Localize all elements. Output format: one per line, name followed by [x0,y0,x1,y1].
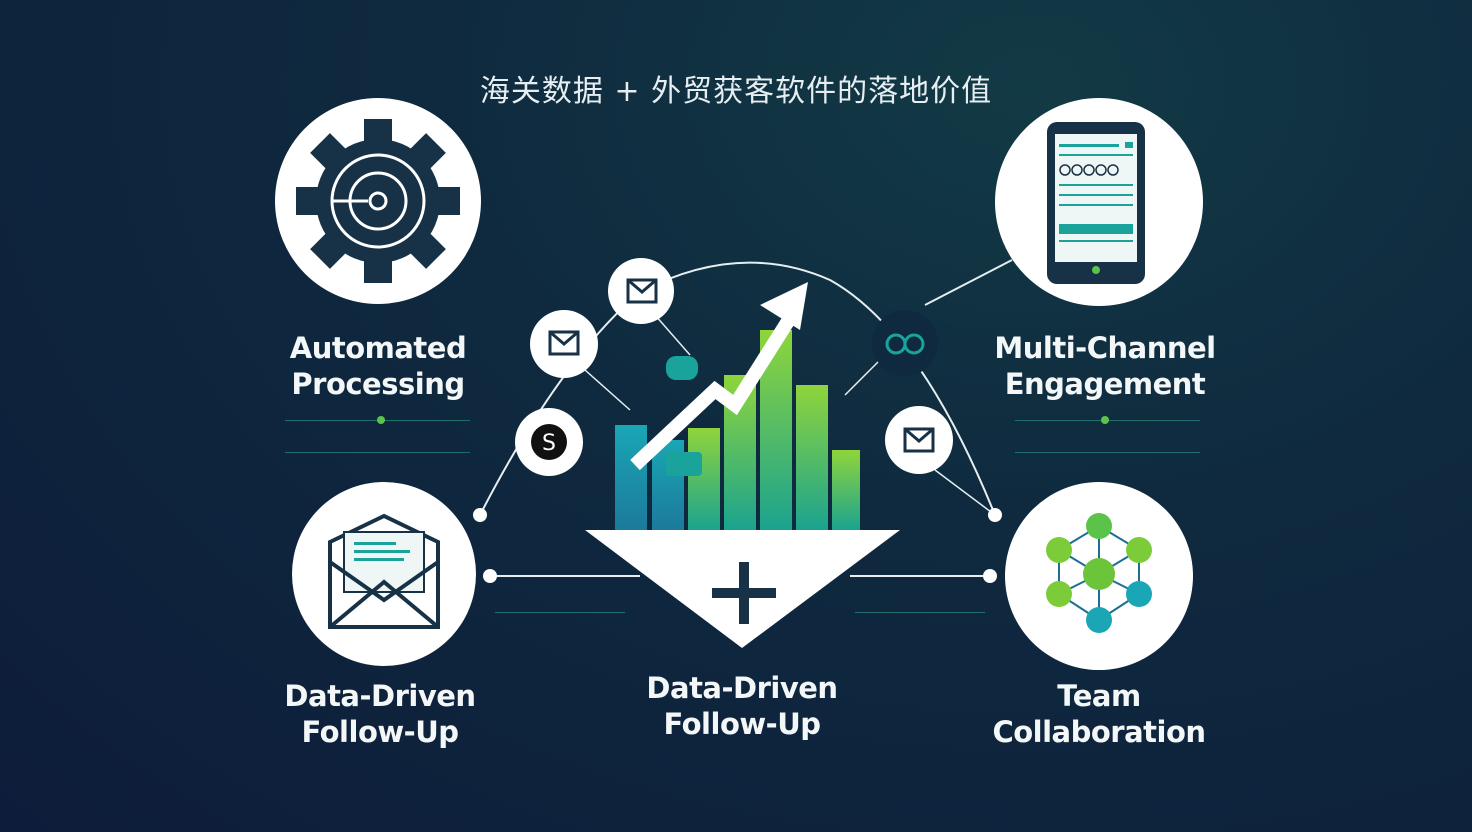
label-line: Follow-Up [301,715,460,749]
connector-line-mail3 [934,469,996,516]
label-line: Team [1057,679,1141,713]
connector-line-emoji [844,359,881,396]
chat-bubble-icon [666,452,702,476]
mail-icon [626,278,658,304]
svg-text:S: S [542,431,556,456]
divider [855,612,985,613]
chart-bar [615,425,647,530]
divider [1015,452,1200,453]
label-line: Engagement [1004,367,1206,401]
gear-target-icon [296,119,460,283]
plus-icon-v [739,562,749,624]
endpoint-dot [983,569,997,583]
center-label: Data-Driven Follow-Up [622,670,862,742]
chat-bubble-icon [666,356,698,380]
follow-up-label: Data-Driven Follow-Up [260,678,500,750]
label-line: Automated [289,331,467,365]
multi-channel-label: Multi-Channel Engagement [985,330,1225,402]
team-collaboration-circle [1005,482,1193,670]
chat-app-icon: S [531,424,567,460]
chat-app-icon-circle: S [515,408,583,476]
connector-line-mail2 [654,314,691,356]
mail-icon-circle [885,406,953,474]
network-nodes-icon [1046,513,1152,633]
link-icon-circle [872,310,938,376]
mail-icon-circle [530,310,598,378]
divider [495,612,625,613]
label-line: Data-Driven [284,679,476,713]
automated-processing-label: Automated Processing [260,330,496,402]
label-line: Processing [291,367,465,401]
label-line: Follow-Up [663,707,822,741]
chart-bar [796,385,828,530]
page-title: 海关数据 + 外贸获客软件的落地价值 [479,74,993,109]
chart-bar [688,428,720,530]
label-line: Multi-Channel [994,331,1216,365]
trend-arrow-head [760,282,808,330]
connector-line-top-right [924,259,1013,306]
endpoint-dot [473,508,487,522]
divider [285,452,470,453]
label-line: Data-Driven [646,671,838,705]
accent-dot [377,416,385,424]
endpoint-dot [483,569,497,583]
endpoint-dot [988,508,1002,522]
multi-channel-circle [995,98,1203,306]
mail-icon [548,330,580,356]
chart-bar [832,450,860,530]
mail-icon [903,427,935,453]
trend-arrow [630,314,796,471]
team-collaboration-label: Team Collaboration [979,678,1219,750]
accent-dot [1101,416,1109,424]
mail-icon-circle [608,258,674,324]
follow-up-circle [292,482,476,666]
link-icon [885,333,925,355]
envelope-document-icon [328,513,440,629]
automated-processing-circle [275,98,481,304]
label-line: Collaboration [992,715,1206,749]
connector-arc [479,261,996,516]
smartphone-icon [1047,122,1145,284]
connector-line-mail [584,369,631,411]
